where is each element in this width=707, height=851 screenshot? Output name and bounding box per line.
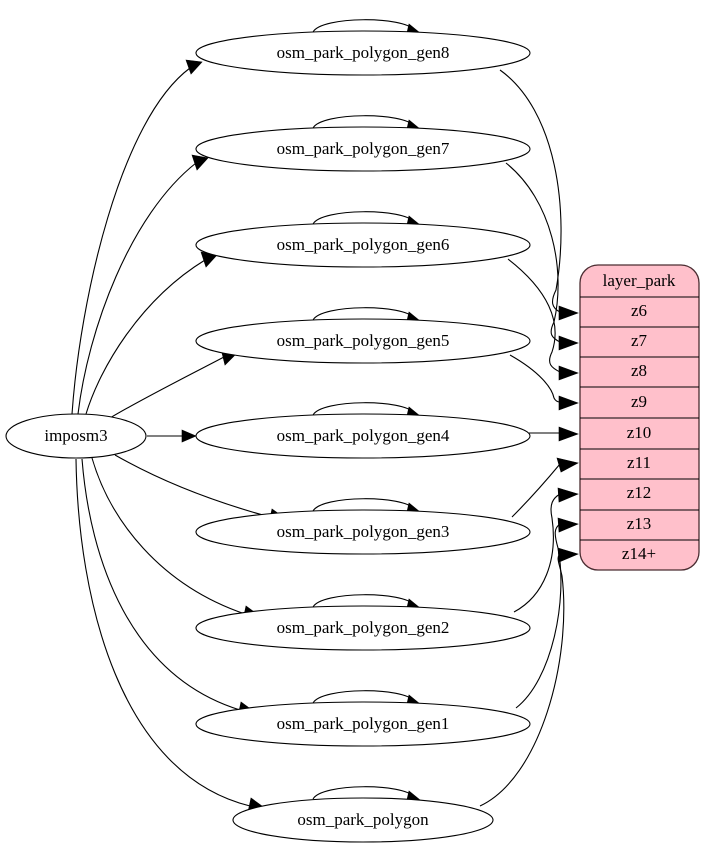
edge-gen2-to-z12 [513,493,561,613]
self-loop-gen4 [312,402,415,416]
edge-group-nodes-to-table [479,69,579,807]
node-gen3-shape[interactable] [195,509,531,555]
edge-polygon-to-z14 [479,553,565,807]
edge-imposm3-to-gen5 [109,356,225,419]
table-row-z8[interactable]: z8 [631,361,647,380]
table-row-z11[interactable]: z11 [627,453,651,472]
node-gen2-shape[interactable] [195,605,531,651]
arrowhead-z8 [558,365,579,381]
node-polygon-shape[interactable] [232,797,494,843]
node-gen4-shape[interactable] [195,413,531,459]
node-gen1-label: osm_park_polygon_gen1 [277,714,450,733]
self-loop-gen6 [312,211,415,225]
node-polygon-label: osm_park_polygon [297,810,429,829]
edge-imposm3-to-gen7 [77,162,197,415]
node-gen5-label: osm_park_polygon_gen5 [277,331,450,350]
self-loop-gen3 [312,498,415,512]
node-imposm3-shape[interactable] [5,413,147,459]
arrowhead-gen7 [191,154,209,171]
self-loop-gen2 [312,594,415,608]
node-gen4-label: osm_park_polygon_gen4 [277,426,450,445]
arrowhead-z13 [557,517,579,533]
node-osm_park_polygon_gen8[interactable]: osm_park_polygon_gen8 [195,30,531,76]
table-row-z10[interactable]: z10 [627,423,652,442]
edge-imposm3-to-polygon [75,458,251,807]
node-gen6-label: osm_park_polygon_gen6 [277,235,450,254]
edge-gen7-to-z7 [505,162,561,343]
node-imposm3[interactable]: imposm3 [5,413,147,459]
self-loop-polygon [312,786,415,800]
edge-imposm3-to-gen8 [71,67,191,415]
node-osm_park_polygon_gen4[interactable]: osm_park_polygon_gen4 [195,413,531,459]
node-gen5-shape[interactable] [195,318,531,364]
edge-gen3-to-z11 [511,463,561,518]
edge-gen5-to-z9 [509,354,561,403]
node-imposm3-label: imposm3 [44,426,107,445]
node-osm_park_polygon[interactable]: osm_park_polygon [232,797,494,843]
edge-imposm3-to-gen6 [85,259,206,415]
self-loop-gen7 [312,115,415,129]
node-gen6-shape[interactable] [195,222,531,268]
edge-imposm3-to-gen1 [81,458,241,711]
self-loop-gen1 [312,690,415,704]
node-gen1-shape[interactable] [195,701,531,747]
node-osm_park_polygon_gen1[interactable]: osm_park_polygon_gen1 [195,701,531,747]
node-osm_park_polygon_gen5[interactable]: osm_park_polygon_gen5 [195,318,531,364]
node-osm_park_polygon_gen2[interactable]: osm_park_polygon_gen2 [195,605,531,651]
layer-park-header-label: layer_park [603,271,676,290]
arrowhead-z7 [558,335,579,351]
node-gen7-shape[interactable] [195,126,531,172]
arrowhead-z10 [558,426,579,442]
edge-imposm3-to-gen2 [91,457,246,615]
node-gen8-label: osm_park_polygon_gen8 [277,43,450,62]
arrowhead-z14 [557,547,579,563]
arrowhead-gen8 [185,59,203,75]
edge-gen6-to-z8 [507,258,561,373]
table-row-z14plus[interactable]: z14+ [622,544,656,563]
arrowhead-z9 [558,395,579,411]
self-loop-gen8 [312,19,415,33]
node-osm_park_polygon_gen7[interactable]: osm_park_polygon_gen7 [195,126,531,172]
node-gen8-shape[interactable] [195,30,531,76]
table-row-z7[interactable]: z7 [631,331,648,350]
table-row-z12[interactable]: z12 [627,483,652,502]
self-loop-gen5 [312,307,415,321]
arrowhead-gen4 [181,429,197,443]
node-osm_park_polygon_gen6[interactable]: osm_park_polygon_gen6 [195,222,531,268]
arrowhead-z12 [557,487,579,503]
table-row-z6[interactable]: z6 [631,301,647,320]
arrowhead-z6 [558,305,579,321]
node-gen7-label: osm_park_polygon_gen7 [277,139,450,158]
node-layer-park-table[interactable]: layer_park z6 z7 z8 z9 z10 z11 z12 z13 z… [579,264,700,571]
edge-gen1-to-z13 [515,523,562,709]
arrowhead-z11 [556,457,579,473]
node-gen3-label: osm_park_polygon_gen3 [277,522,450,541]
edge-imposm3-to-gen3 [114,454,271,518]
node-osm_park_polygon_gen3[interactable]: osm_park_polygon_gen3 [195,509,531,555]
table-row-z9[interactable]: z9 [631,392,647,411]
table-row-z13[interactable]: z13 [627,514,652,533]
node-gen2-label: osm_park_polygon_gen2 [277,618,450,637]
edge-gen8-to-z6 [499,69,562,313]
